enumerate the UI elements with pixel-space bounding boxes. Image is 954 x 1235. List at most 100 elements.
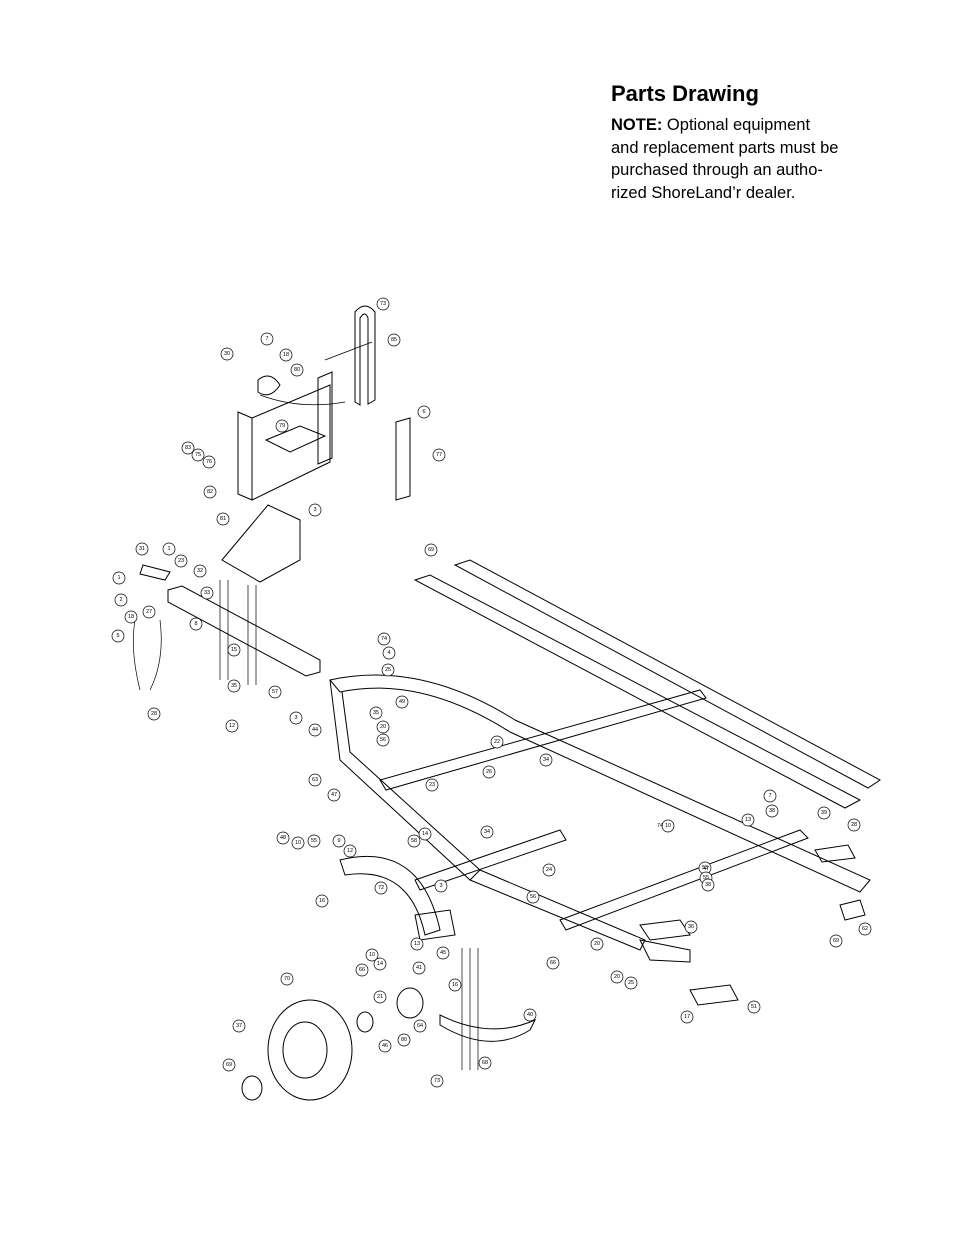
svg-text:69: 69 (833, 938, 839, 944)
callout-27: 27 (142, 605, 156, 619)
svg-text:24: 24 (546, 867, 552, 873)
callout-49: 49 (395, 695, 409, 709)
callout-75: 75 (191, 448, 205, 462)
callout-32: 32 (193, 564, 207, 578)
svg-text:75: 75 (195, 452, 201, 458)
svg-text:23: 23 (178, 558, 184, 564)
svg-text:38: 38 (769, 808, 775, 814)
callout-82: 82 (203, 485, 217, 499)
callout-16: 16 (315, 894, 329, 908)
callout-66b: 66 (546, 956, 560, 970)
note-label: NOTE: (611, 116, 663, 134)
callout-48: 48 (276, 831, 290, 845)
svg-text:20: 20 (380, 724, 386, 730)
callout-46: 46 (378, 1039, 392, 1053)
svg-text:28: 28 (851, 822, 857, 828)
svg-text:22: 22 (494, 739, 500, 745)
svg-text:12: 12 (229, 723, 235, 729)
callout-57: 57 (268, 685, 282, 699)
callout-28: 28 (147, 707, 161, 721)
svg-text:8: 8 (194, 621, 197, 627)
callout-47: 47 (327, 788, 341, 802)
callout-12: 12 (225, 719, 239, 733)
svg-text:51: 51 (751, 1004, 757, 1010)
svg-text:73: 73 (380, 301, 386, 307)
svg-text:80: 80 (401, 1037, 407, 1043)
svg-text:18: 18 (283, 352, 289, 358)
svg-text:53: 53 (702, 865, 708, 871)
svg-text:47: 47 (703, 866, 709, 872)
callout-77: 77 (432, 448, 446, 462)
svg-text:39: 39 (821, 810, 827, 816)
svg-text:63: 63 (312, 777, 318, 783)
svg-text:21: 21 (377, 994, 383, 1000)
callout-26: 26 (482, 765, 496, 779)
callout-69c: 69 (829, 934, 843, 948)
callout-31: 31 (135, 542, 149, 556)
svg-text:30: 30 (224, 351, 230, 357)
svg-text:66: 66 (359, 967, 365, 973)
svg-text:44: 44 (312, 727, 318, 733)
svg-text:32: 32 (197, 568, 203, 574)
callout-40: 40 (523, 1008, 537, 1022)
callout-3b: 3 (289, 711, 303, 725)
note-line-4: rized ShoreLand’r dealer. (611, 183, 796, 202)
svg-text:38: 38 (705, 882, 711, 888)
svg-text:69: 69 (226, 1062, 232, 1068)
bunk-board (413, 559, 881, 809)
svg-text:73: 73 (434, 1078, 440, 1084)
svg-text:64: 64 (417, 1023, 423, 1029)
svg-text:18: 18 (128, 614, 134, 620)
svg-text:31: 31 (139, 546, 145, 552)
svg-text:49: 49 (399, 699, 405, 705)
callout-30: 30 (220, 347, 234, 361)
svg-text:10: 10 (295, 840, 301, 846)
svg-text:79: 79 (279, 423, 285, 429)
callout-55: 55 (307, 834, 321, 848)
svg-text:3: 3 (439, 883, 442, 889)
svg-text:28: 28 (151, 711, 157, 717)
callout-79: 79 (275, 419, 289, 433)
callout-80: 80 (290, 363, 304, 377)
svg-text:9: 9 (337, 838, 340, 844)
callout-63: 63 (308, 773, 322, 787)
svg-text:56: 56 (380, 737, 386, 743)
svg-text:7: 7 (265, 336, 268, 342)
svg-text:34: 34 (543, 757, 549, 763)
svg-text:1: 1 (117, 575, 120, 581)
svg-text:41: 41 (416, 965, 422, 971)
callout-70: 70 (280, 972, 294, 986)
callout-9: 9 (332, 834, 346, 848)
winch-stand (237, 305, 411, 501)
page-title: Parts Drawing (611, 81, 759, 106)
svg-text:16: 16 (319, 898, 325, 904)
callout-35: 35 (227, 679, 241, 693)
svg-text:6: 6 (422, 409, 425, 415)
svg-text:23: 23 (429, 782, 435, 788)
trailer-frame (329, 674, 871, 963)
svg-text:27: 27 (146, 609, 152, 615)
svg-text:74: 74 (657, 823, 663, 829)
svg-text:4: 4 (387, 650, 390, 656)
callout-73: 73 (376, 297, 390, 311)
callout-34b: 34 (480, 825, 494, 839)
svg-text:25: 25 (628, 980, 634, 986)
callout-labels: 73 85 7 18 30 80 6 79 83 75 76 77 82 3 8… (111, 297, 872, 1088)
callout-68: 68 (478, 1056, 492, 1070)
callout-14: 14 (418, 827, 432, 841)
callout-10c: 10 (365, 948, 379, 962)
svg-text:80: 80 (294, 367, 300, 373)
callout-69b: 69 (222, 1058, 236, 1072)
svg-text:36: 36 (688, 924, 694, 930)
callout-28b: 28 (847, 818, 861, 832)
svg-text:57: 57 (272, 689, 278, 695)
callout-80b: 80 (397, 1033, 411, 1047)
svg-text:37: 37 (236, 1023, 242, 1029)
callout-18b: 18 (124, 610, 138, 624)
callout-20: 20 (376, 720, 390, 734)
callout-17: 17 (680, 1010, 694, 1024)
callout-62: 62 (858, 922, 872, 936)
